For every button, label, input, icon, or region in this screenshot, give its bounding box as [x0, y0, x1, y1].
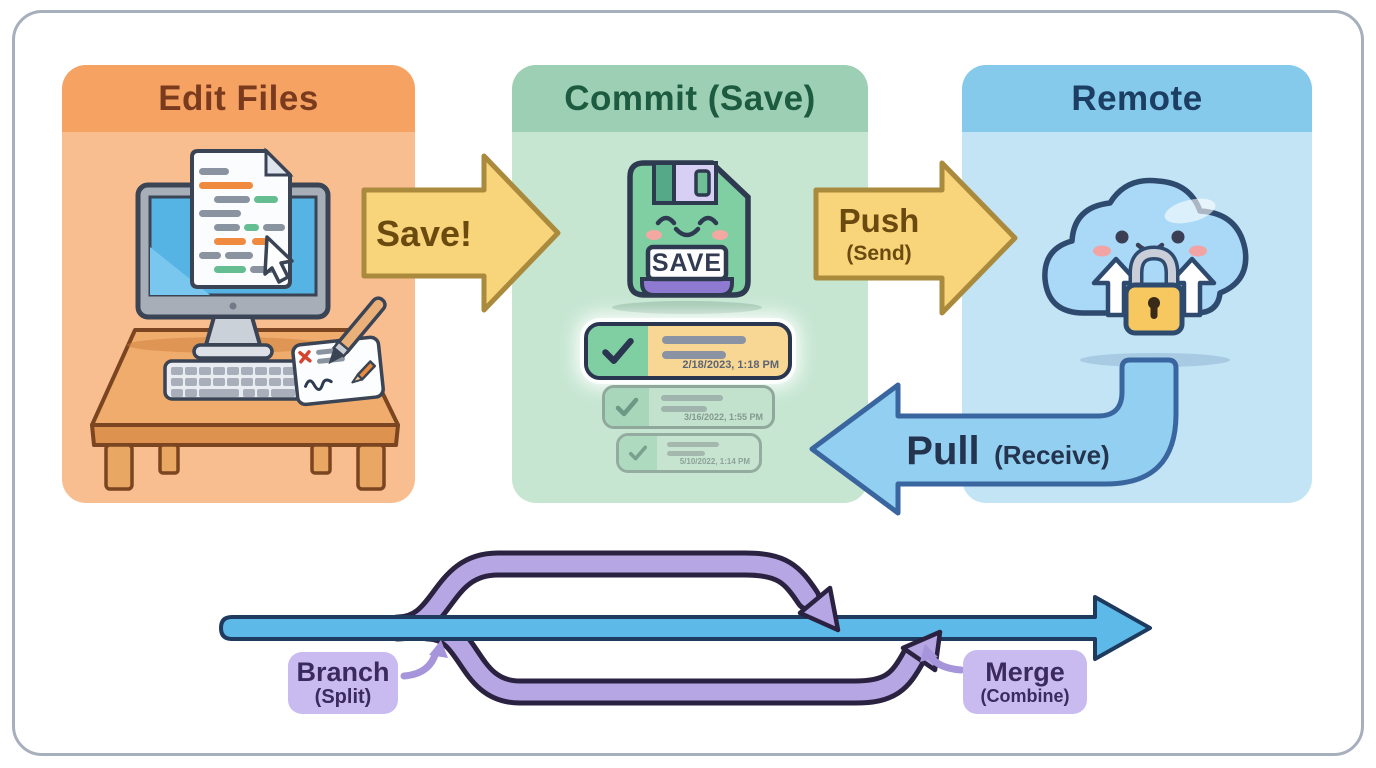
padlock-icon [1123, 245, 1185, 336]
push-arrow: Push (Send) [813, 160, 1018, 316]
computer-desk-illustration [90, 147, 400, 491]
merge-label-text: Merge [985, 657, 1065, 688]
commit-title: Commit (Save) [564, 78, 816, 118]
floppy-save-label: SAVE [652, 249, 722, 277]
floppy-shadow [612, 301, 762, 314]
commit-message-bar [662, 336, 746, 344]
edit-files-title: Edit Files [158, 78, 319, 118]
pull-arrow: Pull (Receive) [809, 357, 1179, 516]
push-arrow-sublabel: (Send) [846, 242, 911, 265]
svg-text:Pull (Receive): Pull (Receive) [906, 429, 1109, 473]
checkmark-icon [615, 397, 639, 417]
check-cell [619, 436, 657, 470]
branch-label-text: Branch [296, 657, 390, 688]
merge-sublabel-text: (Combine) [980, 685, 1070, 706]
commit-message-bar [661, 406, 707, 412]
main-line-arrow [219, 595, 1152, 661]
branch-arrowhead [797, 585, 841, 633]
branch-label-connector [400, 640, 448, 680]
pen-icon [328, 296, 387, 365]
commit-timestamp: 2/18/2023, 1:18 PM [682, 359, 779, 371]
branch-merge-diagram [219, 550, 1152, 706]
commit-row-body: 5/10/2022, 1:14 PM [657, 436, 759, 470]
commit-message-bar [667, 442, 719, 447]
branch-sublabel-text: (Split) [314, 685, 372, 708]
upload-arrow-icon [1167, 256, 1217, 318]
cloud-icon [1042, 177, 1249, 336]
commit-row-body: 2/18/2023, 1:18 PM [648, 326, 788, 376]
commit-timestamp: 3/16/2022, 1:55 PM [683, 412, 763, 422]
commit-message-bar [662, 351, 726, 359]
merge-label-connector [920, 644, 965, 674]
keyboard-icon [163, 359, 307, 401]
commit-message-bar [661, 395, 723, 401]
commit-row: 5/10/2022, 1:14 PM [616, 433, 762, 473]
checkmark-icon [602, 338, 634, 364]
push-arrow-label: Push [839, 202, 920, 239]
commit-timestamp: 5/10/2022, 1:14 PM [679, 457, 750, 466]
commit-row-body: 3/16/2022, 1:55 PM [649, 388, 772, 426]
commit-row-highlighted: 2/18/2023, 1:18 PM [584, 322, 792, 380]
canvas-border [12, 10, 1364, 756]
save-arrow: Save! [361, 153, 561, 313]
edit-files-header: Edit Files [62, 65, 415, 132]
check-cell [588, 326, 648, 376]
pull-arrow-sublabel: (Receive) [994, 440, 1110, 470]
commit-message-bar [667, 451, 705, 456]
cursor-icon [263, 235, 294, 284]
commit-row: 3/16/2022, 1:55 PM [602, 385, 775, 429]
commit-header: Commit (Save) [512, 65, 868, 132]
floppy-disk-icon: SAVE [627, 160, 751, 298]
commit-panel: Commit (Save) SAVE [512, 65, 868, 503]
remote-title: Remote [1071, 78, 1203, 118]
merge-label: Merge (Combine) [963, 650, 1087, 714]
edit-files-panel: Edit Files [62, 65, 415, 503]
branch-label: Branch (Split) [288, 652, 398, 714]
remote-header: Remote [962, 65, 1312, 132]
save-arrow-label: Save! [376, 213, 472, 254]
check-cell [605, 388, 649, 426]
checkmark-icon [629, 445, 647, 461]
pull-arrow-label: Pull [906, 429, 979, 473]
